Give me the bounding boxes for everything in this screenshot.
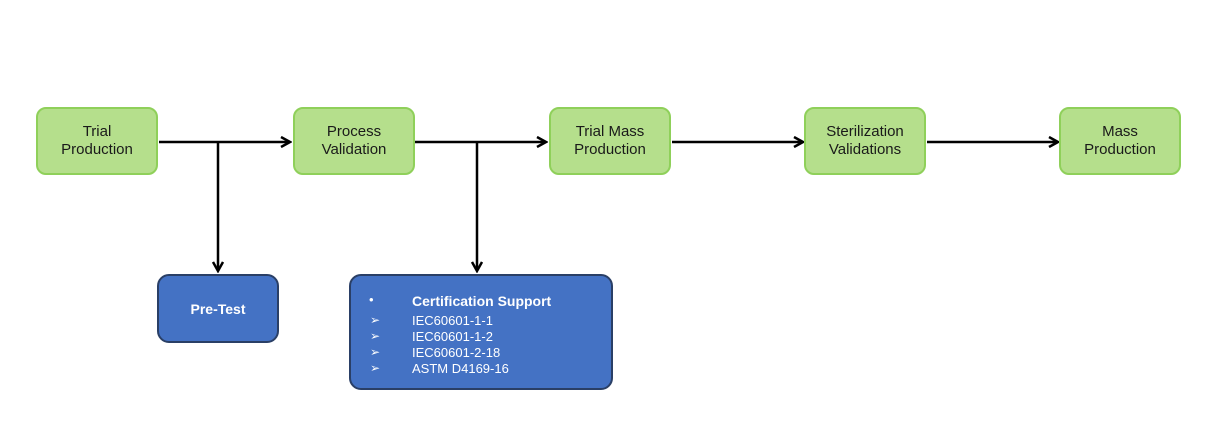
step-line: Validation xyxy=(321,141,387,158)
certification-support-box: • Certification Support ➢ IEC60601-1-1 ➢… xyxy=(349,274,613,390)
bullet-icon: • xyxy=(369,292,374,307)
step-line: Process xyxy=(326,123,382,140)
step-process-validation: Process Validation xyxy=(293,107,415,175)
list-item: ➢ IEC60601-1-2 xyxy=(351,329,601,345)
list-item: ➢ ASTM D4169-16 xyxy=(351,361,601,377)
step-line: Sterilization xyxy=(826,123,904,140)
step-sterilization-validations: Sterilization Validations xyxy=(804,107,926,175)
list-item-text: IEC60601-2-18 xyxy=(412,345,501,360)
step-line: Validations xyxy=(828,141,902,158)
list-item: ➢ IEC60601-2-18 xyxy=(351,345,601,361)
step-line: Production xyxy=(1084,141,1156,158)
step-line: Trial Mass xyxy=(575,123,645,140)
list-item: ➢ IEC60601-1-1 xyxy=(351,313,601,329)
step-line: Production xyxy=(574,141,646,158)
pretest-box: Pre-Test xyxy=(157,274,279,343)
arrowhead-bullet-icon: ➢ xyxy=(370,329,381,343)
arrowhead-bullet-icon: ➢ xyxy=(370,361,381,375)
step-trial-production: Trial Production xyxy=(36,107,158,175)
step-mass-production: Mass Production xyxy=(1059,107,1181,175)
list-item-text: ASTM D4169-16 xyxy=(412,361,509,376)
step-line: Production xyxy=(61,141,133,158)
certification-title: Certification Support xyxy=(412,293,552,309)
arrowhead-bullet-icon: ➢ xyxy=(370,345,381,359)
step-line: Trial xyxy=(82,123,112,140)
arrowhead-bullet-icon: ➢ xyxy=(370,313,381,327)
step-trial-mass-production: Trial Mass Production xyxy=(549,107,671,175)
pretest-label: Pre-Test xyxy=(190,300,246,317)
step-line: Mass xyxy=(1102,123,1138,140)
list-item-text: IEC60601-1-1 xyxy=(412,313,493,328)
list-item-text: IEC60601-1-2 xyxy=(412,329,493,344)
